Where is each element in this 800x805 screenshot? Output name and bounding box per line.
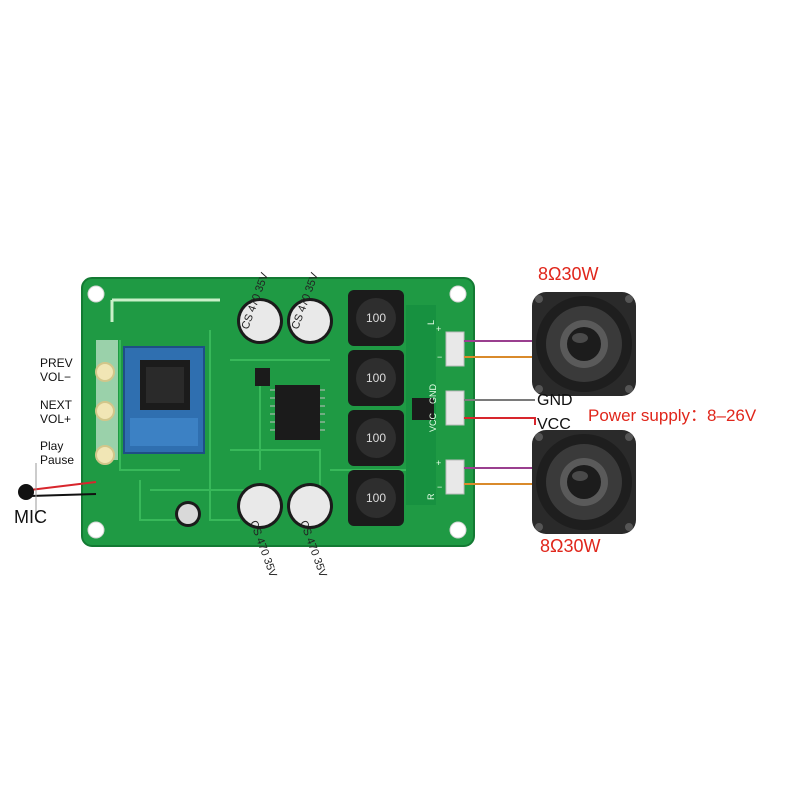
speaker-top	[532, 292, 636, 396]
capacitor-top-left	[237, 298, 283, 344]
capacitor-bottom-right	[287, 483, 333, 529]
label-vol-down: VOL−	[40, 370, 72, 384]
wire-vcc	[464, 417, 536, 425]
label-power-supply: Power supply：8–26V	[588, 406, 757, 425]
terminal-blocks	[445, 331, 465, 495]
pin-top-minus: −	[437, 352, 442, 362]
pin-vcc: VCC	[428, 412, 438, 432]
label-prev: PREV	[40, 356, 73, 370]
inductor-label: 100	[366, 371, 386, 385]
small-capacitor	[175, 501, 201, 527]
speaker-bottom	[532, 430, 636, 534]
inductor-3: 100	[348, 410, 404, 466]
pin-gnd: GND	[428, 384, 438, 405]
pin-bottom-plus: +	[436, 458, 441, 468]
tactile-buttons	[95, 362, 115, 465]
label-vcc: VCC	[537, 416, 571, 433]
pin-bottom-r: R	[426, 493, 436, 500]
label-next: NEXT	[40, 398, 73, 412]
label-prev-vol-down: PREV VOL−	[40, 356, 73, 384]
label-mic: MIC	[14, 507, 47, 527]
capacitor-bottom-left	[237, 483, 283, 529]
inductor-4: 100	[348, 470, 404, 526]
pin-bottom-minus: −	[437, 482, 442, 492]
inductor-label: 100	[366, 431, 386, 445]
inductor-label: 100	[366, 311, 386, 325]
label-vol-up: VOL+	[40, 412, 72, 426]
wire-mic-1	[29, 481, 97, 491]
microphone	[18, 484, 34, 500]
small-ic	[255, 368, 270, 386]
capacitor-top-right	[287, 298, 333, 344]
wire-mic-2	[29, 493, 97, 497]
label-play-pause: Play Pause	[40, 439, 74, 467]
cap-text-2: CS 470 35V	[290, 271, 322, 331]
button-next[interactable]	[95, 401, 115, 421]
cap-text-3: CS 470 35V	[247, 519, 279, 579]
label-gnd: GND	[537, 392, 573, 409]
pin-top-plus: +	[436, 324, 441, 334]
inductor-2: 100	[348, 350, 404, 406]
bluetooth-module	[123, 346, 205, 454]
regulator-ic	[412, 398, 434, 420]
button-play[interactable]	[95, 445, 115, 465]
wires	[29, 340, 540, 497]
label-speaker-bottom: 8Ω30W	[540, 536, 601, 556]
pin-top-l: L	[426, 320, 436, 325]
label-next-vol-up: NEXT VOL+	[40, 398, 72, 426]
label-play: Play	[40, 439, 64, 453]
cap-text-1: CS 470 35V	[240, 271, 272, 331]
label-pause: Pause	[40, 453, 75, 467]
label-speaker-top: 8Ω30W	[538, 264, 599, 284]
inductor-1: 100	[348, 290, 404, 346]
button-prev[interactable]	[95, 362, 115, 382]
inductors: 100 100 100 100	[348, 290, 404, 526]
amplifier-chip	[270, 385, 325, 440]
inductor-label: 100	[366, 491, 386, 505]
